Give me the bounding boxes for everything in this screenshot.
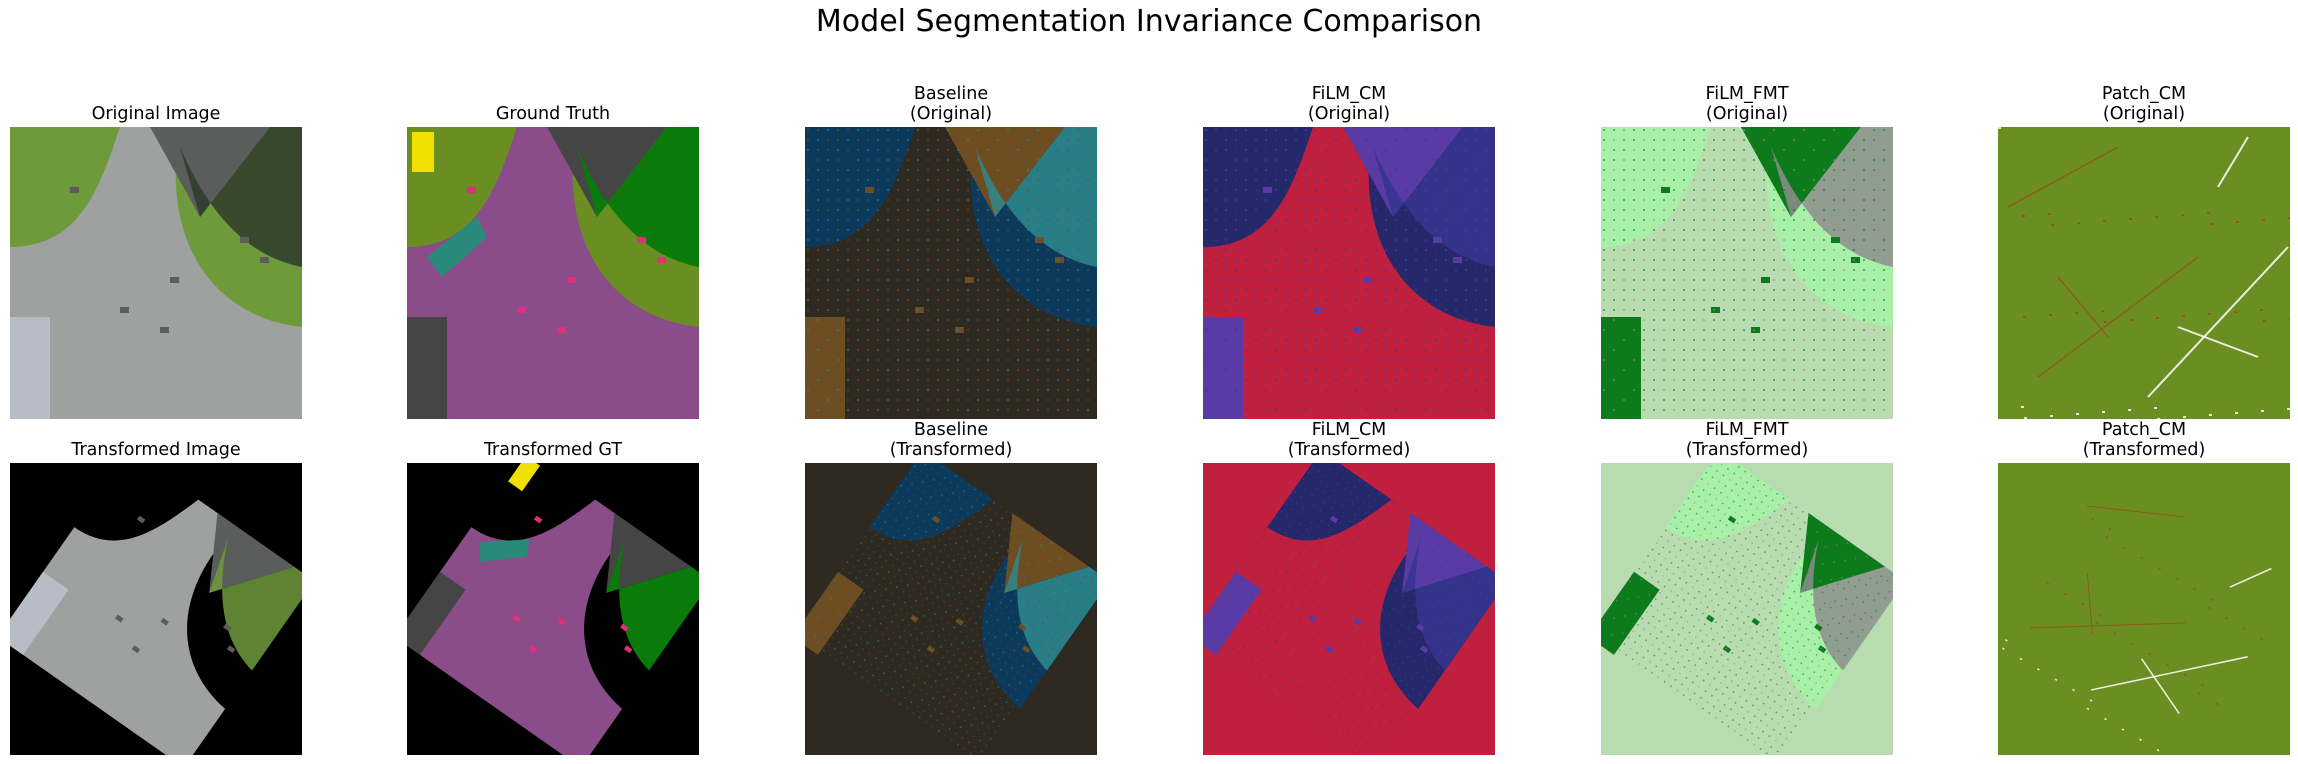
panel-title-line: (Original) — [909, 104, 993, 124]
ground-truth-image — [407, 127, 699, 419]
panel-title-line: Transformed GT — [483, 440, 623, 460]
panel-title: FiLM_FMT(Transformed) — [1561, 420, 1933, 460]
transformed-image-graphic — [10, 463, 302, 755]
panel-title-line: FiLM_FMT — [1705, 84, 1789, 104]
film-fmt-original-image — [1601, 127, 1893, 419]
patch-cm-original-image — [1998, 127, 2290, 419]
baseline-transformed-graphic — [805, 463, 1097, 755]
panel-title-line: (Original) — [1705, 104, 1789, 124]
transformed-image-image — [10, 463, 302, 755]
panel-title: Patch_CM(Transformed) — [1958, 420, 2298, 460]
film-fmt-transformed-image — [1601, 463, 1893, 755]
film-cm-original-graphic — [1203, 127, 1495, 419]
panel-title-line: Patch_CM — [2101, 420, 2187, 440]
patch-cm-transformed-image — [1998, 463, 2290, 755]
baseline-original-graphic — [805, 127, 1097, 419]
panel-title: Ground Truth — [367, 104, 739, 124]
panel-title: Transformed GT — [367, 440, 739, 460]
panel-title: Baseline(Transformed) — [765, 420, 1137, 460]
panel-title-line: Baseline — [913, 420, 989, 440]
panel-title-line: Transformed Image — [71, 440, 241, 460]
film-cm-transformed-graphic — [1203, 463, 1495, 755]
film-fmt-original-graphic — [1601, 127, 1893, 419]
baseline-original-image — [805, 127, 1097, 419]
panel-title-line: (Transformed) — [2082, 440, 2206, 460]
panel-title: Original Image — [0, 104, 342, 124]
film-fmt-transformed-graphic — [1601, 463, 1893, 755]
transformed-gt-image — [407, 463, 699, 755]
panel-title-line: FiLM_CM — [1311, 84, 1387, 104]
film-cm-original-image — [1203, 127, 1495, 419]
panel-title: Transformed Image — [0, 440, 342, 460]
panel-title-line: Patch_CM — [2101, 84, 2187, 104]
panel-title: Patch_CM(Original) — [1958, 84, 2298, 124]
panel-title-line: Original Image — [91, 104, 221, 124]
panel-title-line: FiLM_CM — [1311, 420, 1387, 440]
panel-title-line: (Transformed) — [1287, 440, 1411, 460]
panel-title-line: (Transformed) — [1685, 440, 1809, 460]
panel-title: FiLM_FMT(Original) — [1561, 84, 1933, 124]
panel-title: Baseline(Original) — [765, 84, 1137, 124]
panel-title-line: Ground Truth — [495, 104, 611, 124]
panel-title-line: Baseline — [913, 84, 989, 104]
original-image-graphic — [10, 127, 302, 419]
patch-cm-original-graphic — [1998, 127, 2290, 419]
panel-title: FiLM_CM(Transformed) — [1163, 420, 1535, 460]
figure-title: Model Segmentation Invariance Comparison — [815, 4, 1483, 39]
panel-title-line: (Original) — [2102, 104, 2186, 124]
original-image-image — [10, 127, 302, 419]
ground-truth-graphic — [407, 127, 699, 419]
panel-title: FiLM_CM(Original) — [1163, 84, 1535, 124]
panel-title-line: (Original) — [1307, 104, 1391, 124]
film-cm-transformed-image — [1203, 463, 1495, 755]
baseline-transformed-image — [805, 463, 1097, 755]
patch-cm-transformed-graphic — [1998, 463, 2290, 755]
panel-title-line: FiLM_FMT — [1705, 420, 1789, 440]
panel-title-line: (Transformed) — [889, 440, 1013, 460]
transformed-gt-graphic — [407, 463, 699, 755]
